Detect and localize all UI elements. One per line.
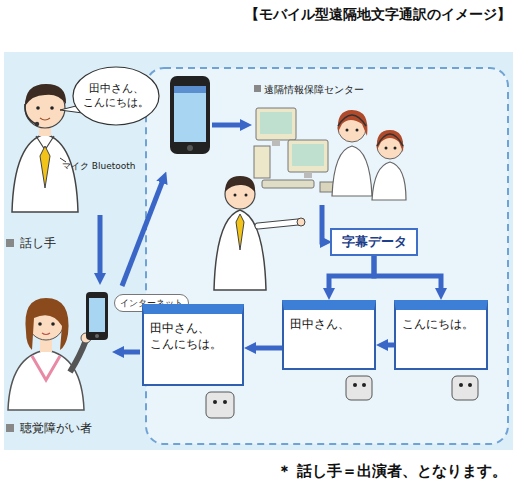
- flow-arrow: [121, 350, 140, 355]
- node-text: 田中さん、こんにちは。: [81, 82, 151, 110]
- bullet-square: [6, 424, 14, 432]
- node-text: 遠隔情報保障センター: [252, 80, 402, 97]
- part-label: マイク Bluetooth: [62, 160, 136, 173]
- small-phone: [86, 292, 108, 340]
- speaker-figure: [12, 84, 78, 212]
- listener-figure: [8, 298, 91, 410]
- node-text: 話し手: [20, 235, 56, 252]
- mascot-face: [213, 383, 472, 404]
- presenter-figure: [214, 176, 305, 290]
- subtitle-window: 田中さん、: [282, 300, 376, 370]
- caption: ＊ 話し手＝出演者、となります。: [277, 462, 507, 481]
- title: 【モバイル型遠隔地文字通訳のイメージ】: [245, 6, 511, 24]
- subtitle-data-box: 字幕データ: [330, 228, 418, 256]
- speaker-figure-box: 話し手: [4, 62, 108, 215]
- node-text: 聴覚障がい者: [20, 420, 92, 437]
- flow-arrow: [253, 346, 282, 351]
- node-text: 田中さん、こんにちは。: [150, 320, 236, 352]
- relay-center: 遠隔情報保障センター: [252, 80, 402, 205]
- node-text: 字幕データ: [342, 233, 407, 251]
- bullet-square: [254, 85, 261, 92]
- speech-bubble: 田中さん、こんにちは。: [72, 66, 160, 126]
- dashed-region: [146, 68, 508, 444]
- operators: [332, 110, 406, 200]
- picture-ground: [4, 52, 513, 450]
- smartphone: [170, 76, 210, 154]
- node-text: 田中さん、: [290, 316, 368, 332]
- node-text: こんにちは。: [402, 316, 480, 332]
- flow-arrow: [122, 180, 163, 286]
- mascot: [206, 376, 478, 418]
- bullet-square: [6, 239, 14, 247]
- flow-arrow: [385, 343, 394, 348]
- bubble-outline: [73, 67, 159, 125]
- computers: [254, 108, 344, 192]
- flow-arrow: [212, 123, 243, 128]
- listener-figure-box: 聴覚障がい者: [4, 285, 108, 410]
- subtitle-window: 田中さん、こんにちは。: [142, 304, 244, 386]
- flow-arrow: [322, 205, 323, 242]
- subtitle-window: こんにちは。: [394, 300, 488, 370]
- flow-arrow: [374, 256, 441, 291]
- flow-arrow: [98, 215, 103, 276]
- flow-arrow: [329, 256, 374, 291]
